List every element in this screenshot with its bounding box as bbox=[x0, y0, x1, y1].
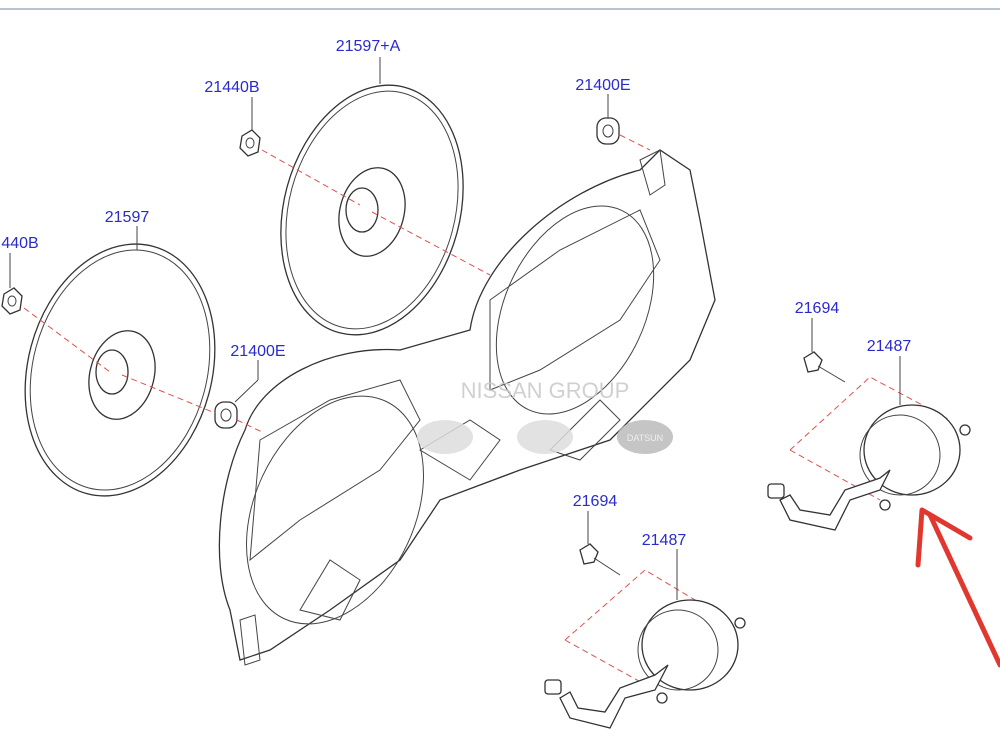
label-bushing-upper[interactable]: 21400E bbox=[575, 77, 630, 94]
fan-blade-lower bbox=[24, 243, 216, 497]
nut-lower bbox=[1, 287, 23, 315]
bushing-upper bbox=[596, 117, 620, 145]
label-bolt-bottom[interactable]: 21694 bbox=[573, 493, 618, 510]
fan-motor-bottom bbox=[544, 569, 746, 729]
label-motor-right[interactable]: 21487 bbox=[867, 338, 912, 355]
label-fan-lower[interactable]: 21597 bbox=[105, 209, 150, 226]
fan-blade-upper bbox=[280, 84, 464, 336]
bolt-right bbox=[803, 351, 846, 383]
watermark: NISSAN GROUP DATSUN bbox=[417, 378, 673, 454]
bushing-lower bbox=[214, 401, 238, 429]
label-nut-lower[interactable]: 440B bbox=[1, 235, 38, 252]
label-bushing-lower[interactable]: 21400E bbox=[230, 343, 285, 360]
top-border bbox=[0, 8, 1000, 10]
red-arrow-annotation bbox=[915, 507, 1000, 668]
fan-shroud bbox=[218, 149, 716, 666]
label-fan-upper[interactable]: 21597+A bbox=[336, 38, 401, 55]
fan-motor-right bbox=[767, 376, 971, 531]
nut-upper bbox=[239, 129, 261, 157]
svg-text:NISSAN GROUP: NISSAN GROUP bbox=[461, 378, 630, 403]
svg-text:DATSUN: DATSUN bbox=[627, 433, 663, 443]
bolt-bottom bbox=[579, 543, 621, 576]
label-bolt-right[interactable]: 21694 bbox=[795, 300, 840, 317]
label-nut-upper[interactable]: 21440B bbox=[204, 79, 259, 96]
label-motor-bottom[interactable]: 21487 bbox=[642, 532, 687, 549]
